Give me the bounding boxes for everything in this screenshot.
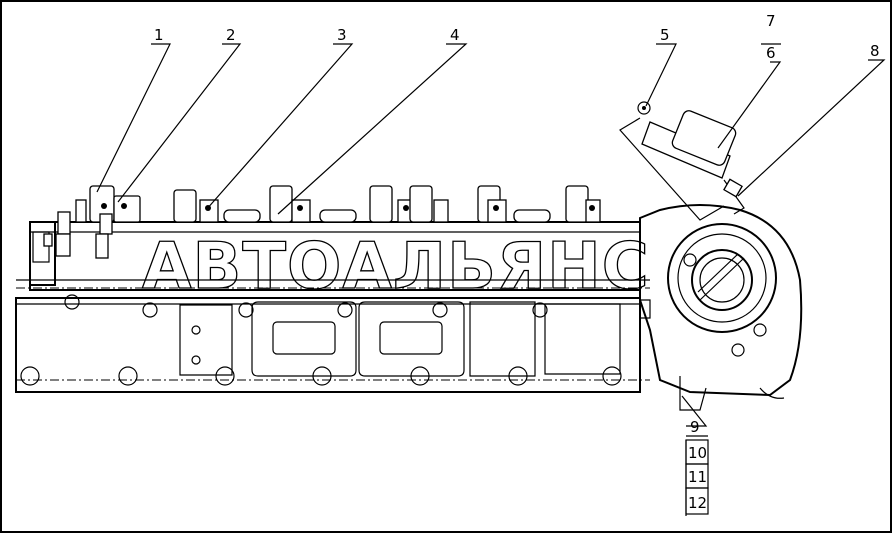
rocker-cap-1 <box>223 209 261 223</box>
injector-4 <box>269 185 311 223</box>
injector-8 <box>565 185 601 223</box>
manifold-flanges <box>179 301 621 377</box>
callout-4: 4 <box>450 26 460 44</box>
callout-numbers: 1 2 3 4 5 6 7 8 9 10 11 12 <box>154 12 880 512</box>
injector-5 <box>369 185 417 223</box>
injector-3 <box>173 189 219 223</box>
rocker-cap-2 <box>319 209 357 223</box>
injector-row <box>43 185 601 259</box>
watermark-text: АВТОАЛЬЯНС <box>142 230 650 304</box>
callout-3: 3 <box>337 26 347 44</box>
callout-10: 10 <box>688 444 707 462</box>
callout-1: 1 <box>154 26 164 44</box>
wastegate-actuator <box>619 101 745 221</box>
injector-2 <box>95 195 141 259</box>
callout-box-stack <box>685 435 709 516</box>
callout-8: 8 <box>870 42 880 60</box>
turbocharger <box>639 204 803 411</box>
callout-9: 9 <box>690 418 700 436</box>
injector-6 <box>409 185 449 223</box>
injector-7 <box>477 185 507 223</box>
callout-12: 12 <box>688 494 707 512</box>
cylinder-head-body <box>15 221 650 393</box>
left-end-studs <box>43 211 71 257</box>
callout-2: 2 <box>226 26 236 44</box>
callout-5: 5 <box>660 26 670 44</box>
upper-casting-bumps <box>64 294 548 318</box>
callout-6: 6 <box>766 44 776 62</box>
rocker-cap-3 <box>513 209 551 223</box>
callout-11: 11 <box>688 468 707 486</box>
leader-lines <box>96 43 886 427</box>
callout-7: 7 <box>766 12 776 30</box>
